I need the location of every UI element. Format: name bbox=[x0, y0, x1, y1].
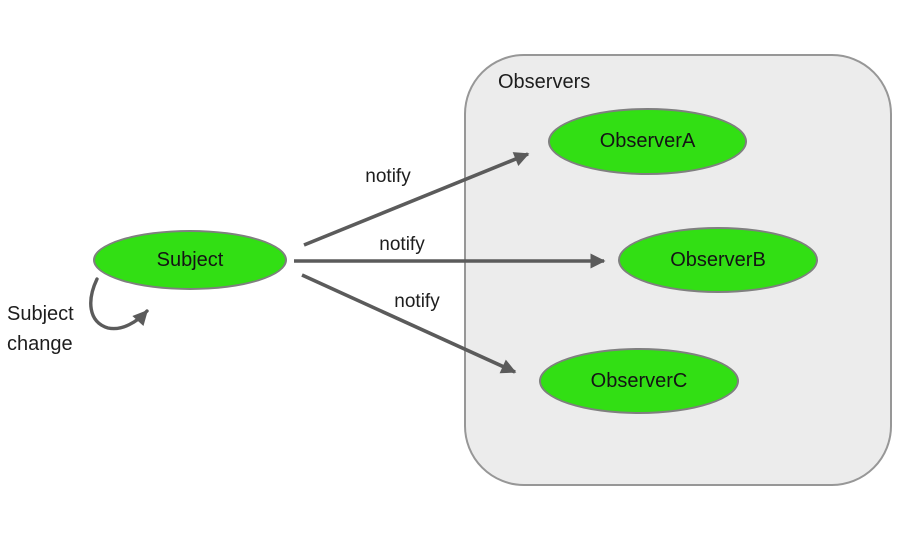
observer-c-label: ObserverC bbox=[590, 369, 688, 392]
subject-change-arrow bbox=[89, 277, 149, 331]
observer-b-node: ObserverB bbox=[618, 227, 818, 293]
observer-b-label: ObserverB bbox=[670, 248, 766, 271]
notify-arrow-a bbox=[303, 152, 530, 247]
subject-change-label: Subject change bbox=[7, 303, 74, 355]
observer-a-label: ObserverA bbox=[599, 130, 696, 152]
observers-group-label: Observers bbox=[498, 71, 591, 93]
observer-c-node: ObserverC bbox=[539, 348, 739, 414]
notify-label-c: notify bbox=[394, 291, 440, 312]
subject-node: Subject bbox=[93, 230, 287, 290]
observer-a-node: ObserverA bbox=[548, 108, 747, 175]
notify-label-a: notify bbox=[365, 166, 411, 187]
notify-arrow-c bbox=[301, 273, 517, 374]
notify-label-b: notify bbox=[379, 234, 425, 255]
subject-label: Subject bbox=[156, 248, 224, 271]
